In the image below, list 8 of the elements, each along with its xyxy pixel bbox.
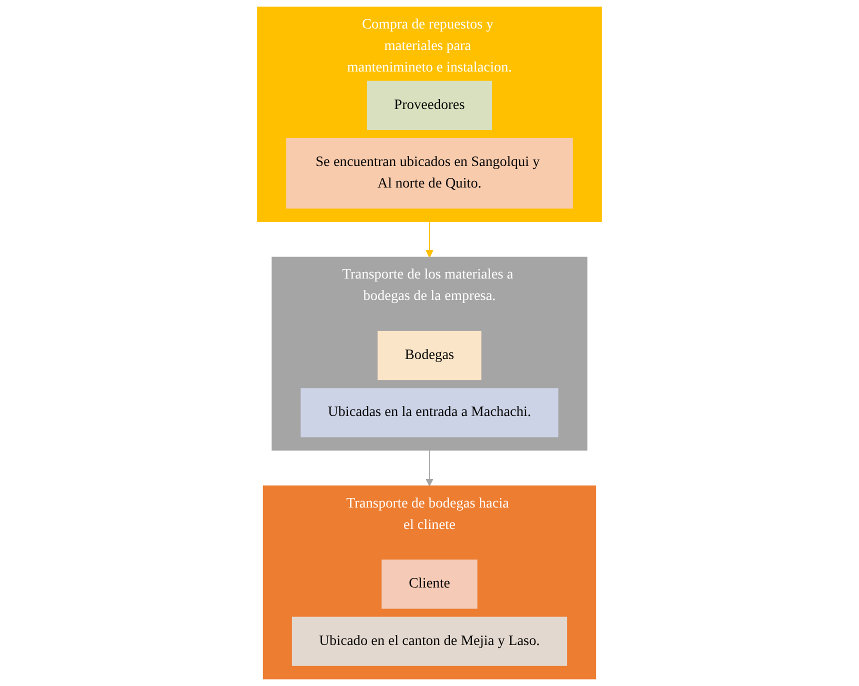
node-box: Ubicadas en la entrada a Machachi. <box>300 388 558 438</box>
arrow <box>426 221 434 258</box>
node-box: Se encuentran ubicados en Sangolqui y Al norte de Quito. <box>286 138 573 209</box>
node-box: Cliente <box>382 560 478 609</box>
node-box: Ubicado en el canton de Mejia y Laso. <box>292 616 568 666</box>
node-box: Proveedores <box>366 80 492 130</box>
node-box: Bodegas <box>378 330 482 380</box>
arrow <box>426 450 434 486</box>
